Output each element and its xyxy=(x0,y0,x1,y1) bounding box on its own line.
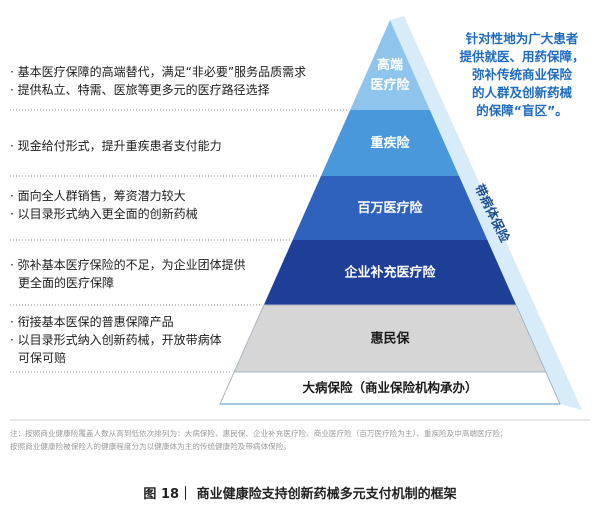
level-label: 高端 xyxy=(377,57,403,73)
pyramid-level xyxy=(292,176,488,240)
desc-line: · 提供私立、特需、医旅等更多元的医疗路径选择 xyxy=(10,83,270,97)
callout-line: 的保障“盲区”。 xyxy=(476,103,568,118)
level-label: 重疾险 xyxy=(370,135,410,151)
level-label: 百万医疗险 xyxy=(357,200,423,216)
desc-line: · 面向全人群销售，筹资潜力较大 xyxy=(10,189,186,203)
footnote-line: 注：按照商业健康险覆盖人数从高到低依次排列为：大病保险、惠民保、企业补充医疗险、… xyxy=(10,429,508,438)
desc-line: 更全面的医疗保障 xyxy=(18,276,115,290)
level-label: 大病保险（商业保险机构承办） xyxy=(302,380,477,395)
desc-line: · 弥补基本医疗保险的不足，为企业团体提供 xyxy=(10,258,246,272)
callout-text: 针对性地为广大患者 提供就医、用药保障， 弥补传统商业保险 的人群及创新药械 的… xyxy=(452,30,592,120)
footnote: 注：按照商业健康险覆盖人数从高到低依次排列为：大病保险、惠民保、企业补充医疗险、… xyxy=(10,427,590,453)
side-band xyxy=(390,16,582,410)
callout-line: 针对性地为广大患者 xyxy=(465,31,579,46)
desc-line: · 基本医疗保障的高端替代，满足“非必要”服务品质需求 xyxy=(10,65,307,79)
desc-line: · 现金给付形式，提升重疾患者支付能力 xyxy=(10,139,222,153)
pyramid-level xyxy=(350,20,430,110)
level-label: 惠民保 xyxy=(370,331,410,347)
figure-caption: 图 18｜ 商业健康险支持创新药械多元支付机制的框架 xyxy=(143,487,457,502)
callout-line: 弥补传统商业保险 xyxy=(471,67,572,82)
callout-line: 提供就医、用药保障， xyxy=(459,49,585,64)
desc-group-huiminbao: · 衔接基本医保的普惠保障产品 · 以目录形式纳入创新药械，开放带病体 可保可赔 xyxy=(10,313,280,367)
desc-line: · 以目录形式纳入更全面的创新药械 xyxy=(10,207,198,221)
desc-group-high-end: · 基本医疗保障的高端替代，满足“非必要”服务品质需求 · 提供私立、特需、医旅… xyxy=(10,63,307,99)
desc-group-enterprise: · 弥补基本医疗保险的不足，为企业团体提供 更全面的医疗保障 xyxy=(10,256,280,292)
callout-line: 的人群及创新药械 xyxy=(471,85,572,100)
desc-group-million-medical: · 面向全人群销售，筹资潜力较大 · 以目录形式纳入更全面的创新药械 xyxy=(10,187,280,223)
pyramid-level xyxy=(320,110,460,176)
desc-line: · 衔接基本医保的普惠保障产品 xyxy=(10,315,174,329)
desc-line: 可保可赔 xyxy=(18,351,67,365)
desc-group-critical-illness: · 现金给付形式，提升重疾患者支付能力 xyxy=(10,137,280,155)
footnote-line: 按照商业健康险被保险人的健康程度分为以健康体为主的传统健康险及带病体保险。 xyxy=(10,442,291,451)
desc-line: · 以目录形式纳入创新药械，开放带病体 xyxy=(10,333,222,347)
level-label: 医疗险 xyxy=(370,77,410,93)
level-label: 企业补充医疗险 xyxy=(343,265,436,281)
pyramid-level xyxy=(263,240,517,305)
